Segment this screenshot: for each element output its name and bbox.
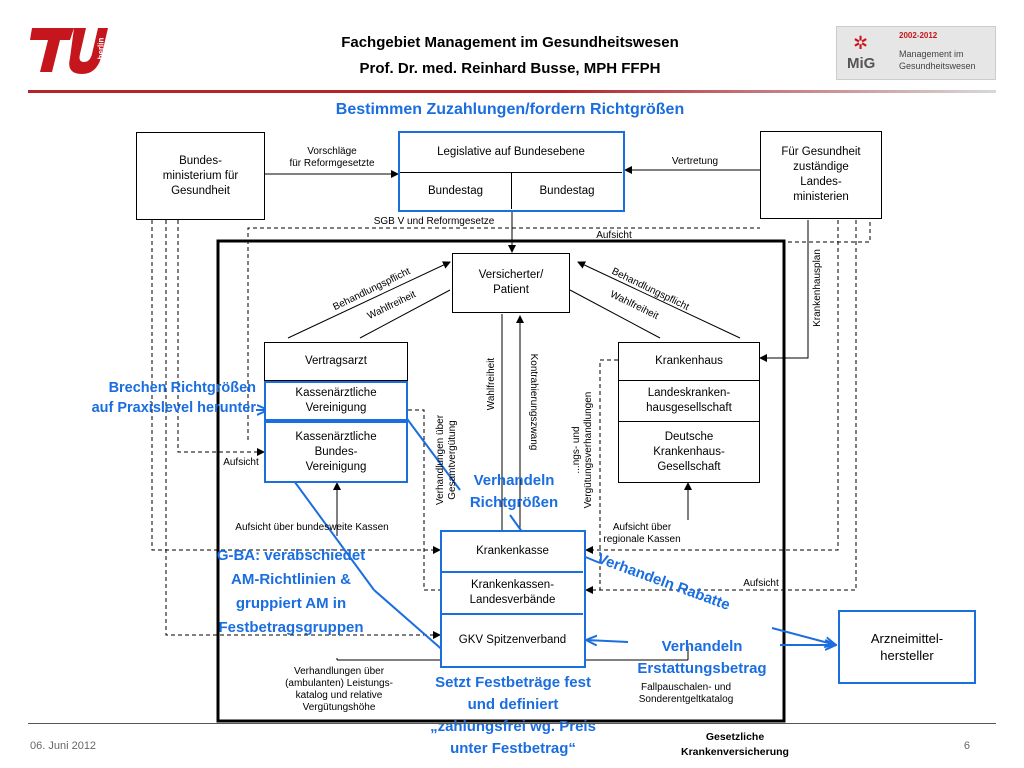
bundestag-cell-2: Bundestag (512, 173, 622, 209)
box-krankenhaus: Krankenhaus (618, 342, 760, 381)
box-kbv: Kassenärztliche Bundes- Vereinigung (264, 421, 408, 483)
annotation-erstattungsbetrag: Verhandeln Erstattungsbetrag (637, 638, 767, 677)
annotation-festbetraege: Setzt Festbeträge fest und definiert „za… (430, 674, 596, 757)
tu-berlin-logo-icon (30, 28, 108, 74)
mig-logo-text1: Management im (899, 49, 964, 59)
footer-rule (28, 723, 996, 724)
header-title: Fachgebiet Management im Gesundheitswese… (260, 30, 760, 82)
box-gkv-text: GKV Spitzenverband (458, 633, 567, 646)
mig-logo: ✲ MiG 2002-2012 Management im Gesundheit… (836, 26, 996, 80)
box-arzneimittelhersteller: Arzneimittel- hersteller (838, 610, 976, 684)
legislative-header: Legislative auf Bundesebene (400, 133, 622, 173)
box-kv-text: Kassenärztliche Vereinigung (295, 387, 377, 414)
box-dkg-text: Deutsche Krankenhaus- Gesellschaft (653, 430, 725, 473)
label-aufsicht-top: Aufsicht (596, 230, 632, 241)
box-landesministerien: Für Gesundheit zuständige Landes- minist… (760, 131, 882, 219)
box-arzneimittelhersteller-text: Arzneimittel- hersteller (870, 631, 944, 663)
mig-logo-mig: MiG (847, 55, 876, 72)
box-patient: Versicherter/ Patient (452, 253, 570, 313)
box-landesverbaende-text: Krankenkassen- Landesverbände (469, 579, 556, 606)
slide-title: Bestimmen Zuzahlungen/fordern Richtgröße… (335, 101, 685, 118)
header-rule (28, 90, 996, 93)
mig-logo-years: 2002-2012 (899, 31, 938, 40)
label-wahlfreiheit-center: Wahlfreiheit (486, 357, 497, 411)
annotation-verhandeln-richtgroessen: Verhandeln Richtgrößen (469, 472, 559, 511)
box-kassen-group: Krankenkasse Krankenkassen- Landesverbän… (440, 530, 586, 668)
bundestag-1-text: Bundestag (428, 184, 483, 197)
label-aufsicht-left: Aufsicht (223, 457, 259, 468)
box-bmg: Bundes- ministerium für Gesundheit (136, 132, 265, 220)
label-vertretung: Vertretung (671, 156, 719, 167)
bundestag-2-text: Bundestag (539, 184, 595, 197)
footer-date: 06. Juni 2012 (30, 740, 97, 752)
footer-page-number: 6 (963, 740, 970, 752)
header-title-line1: Fachgebiet Management im Gesundheitswese… (341, 34, 679, 51)
box-lkg-text: Landeskranken- hausgesellschaft (646, 387, 732, 414)
box-lkg: Landeskranken- hausgesellschaft (618, 380, 760, 422)
mig-logo-icon: ✲ (853, 33, 869, 53)
box-vertragsarzt: Vertragsarzt (264, 342, 408, 381)
box-krankenkasse-text: Krankenkasse (476, 545, 549, 557)
box-krankenkasse: Krankenkasse (442, 532, 583, 573)
box-kbv-text: Kassenärztliche Bundes- Vereinigung (295, 430, 377, 473)
box-landesverbaende: Krankenkassen- Landesverbände (442, 573, 583, 615)
box-gkv: GKV Spitzenverband (442, 615, 583, 665)
label-fallpauschalen: Fallpauschalen- und Sonderentgeltkatalog (638, 682, 734, 705)
box-landesministerien-text: Für Gesundheit zuständige Landes- minist… (781, 146, 861, 203)
box-kv: Kassenärztliche Vereinigung (264, 381, 408, 421)
annotation-gba: G-BA: verabschiedet AM-Richtlinien & gru… (216, 547, 366, 636)
label-krankenhausplan: Krankenhausplan (812, 249, 823, 327)
label-sgbv: SGB V und Reformgesetze (373, 216, 495, 227)
label-aufsicht-regional: Aufsicht über regionale Kassen (603, 522, 681, 545)
header-title-line2: Prof. Dr. med. Reinhard Busse, MPH FFPH (359, 60, 661, 77)
annotation-brechen: Brechen Richtgrößen auf Praxislevel heru… (91, 380, 256, 416)
box-bmg-text: Bundes- ministerium für Gesundheit (162, 154, 239, 197)
box-krankenhaus-text: Krankenhaus (655, 355, 723, 367)
box-patient-text: Versicherter/ Patient (478, 269, 544, 296)
label-aufsicht-bundesweit: Aufsicht über bundesweite Kassen (235, 522, 389, 533)
label-aufsicht-right: Aufsicht (743, 578, 779, 589)
legislative-text: Legislative auf Bundesebene (437, 146, 585, 158)
bundestag-cell-1: Bundestag (400, 173, 512, 209)
label-vorschlaege: Vorschläge für Reformgesetzte (289, 146, 375, 169)
footer-section: Gesetzliche Krankenversicherung (681, 731, 789, 758)
box-dkg: Deutsche Krankenhaus- Gesellschaft (618, 421, 760, 483)
mig-logo-text2: Gesundheitswesen (899, 61, 976, 71)
label-kontrahierungszwang: Kontrahierungszwang (528, 353, 539, 451)
label-verhandlungen-ambulant: Verhandlungen über (ambulanten) Leistung… (285, 666, 393, 713)
box-legislative: Legislative auf Bundesebene Bundestag Bu… (398, 131, 625, 212)
box-vertragsarzt-text: Vertragsarzt (305, 355, 367, 367)
tu-logo-text: berlin (96, 37, 106, 60)
tu-berlin-logo: berlin (30, 24, 108, 76)
